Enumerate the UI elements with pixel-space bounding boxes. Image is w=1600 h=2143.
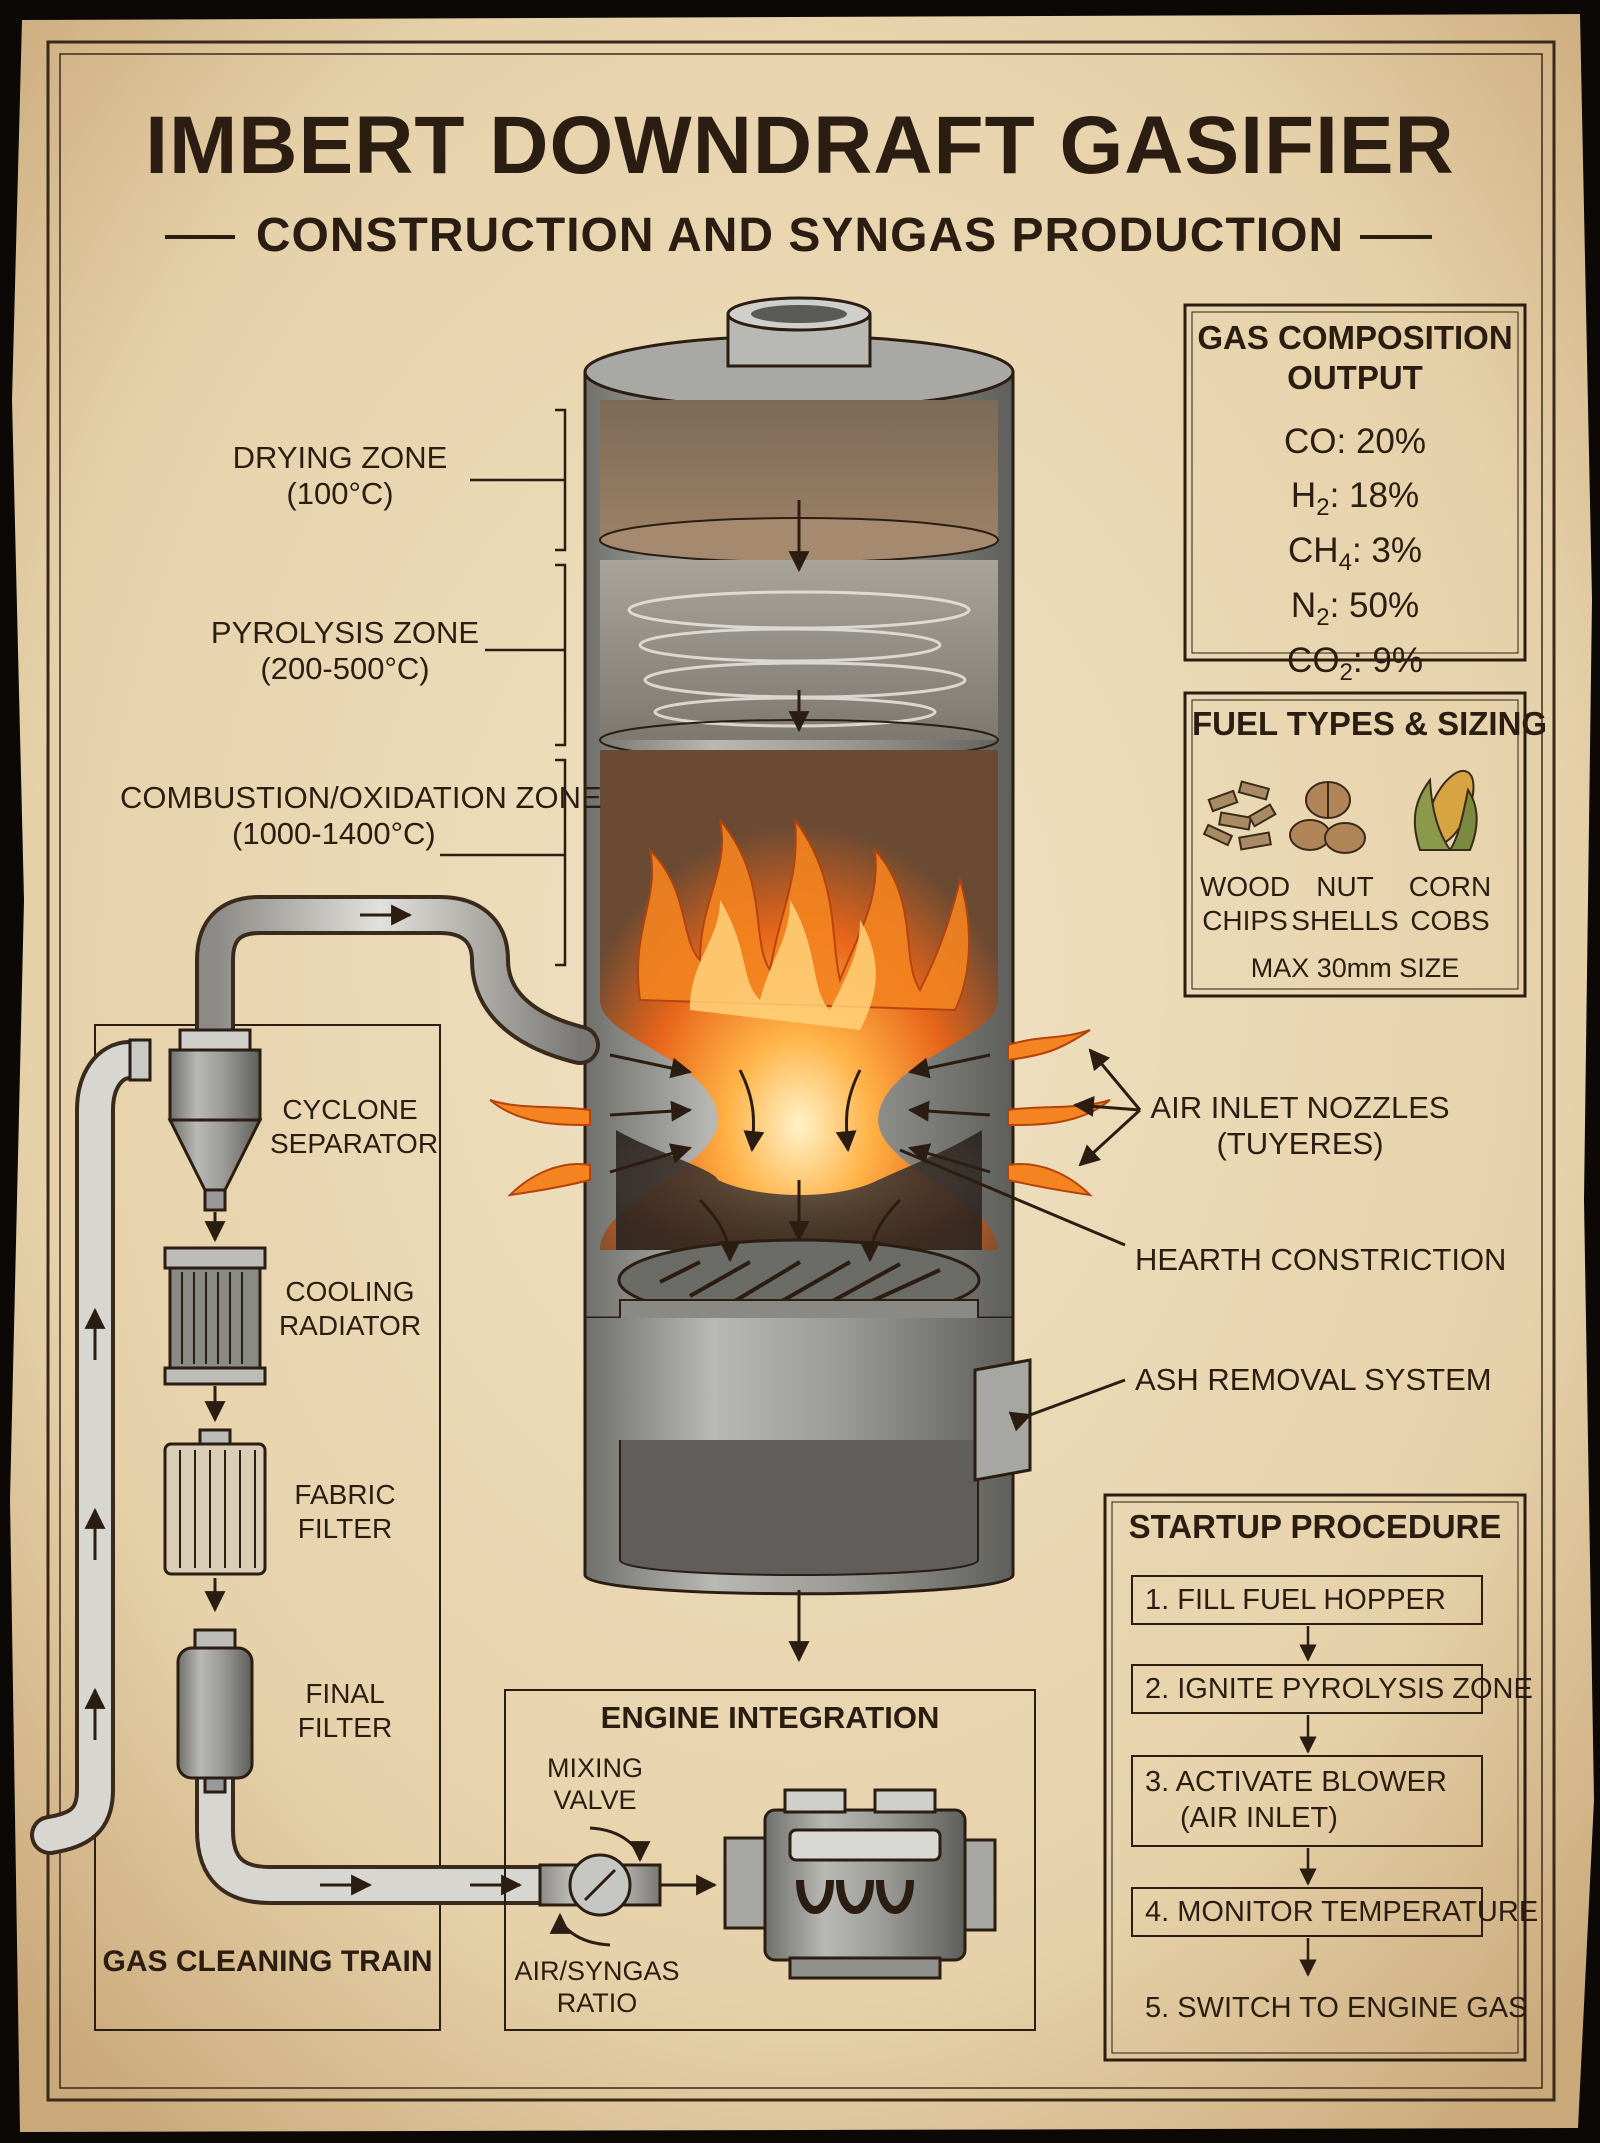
gas-item-h2: H2: 18% bbox=[1290, 476, 1420, 521]
hearth-constriction-label: HEARTH CONSTRICTION bbox=[1135, 1242, 1507, 1277]
engine-title: ENGINE INTEGRATION bbox=[600, 1700, 940, 1735]
pyrolysis-zone-label: PYROLYSIS ZONE(200-500°C) bbox=[210, 615, 480, 686]
gas-composition-list: CO: 20% H2: 18% CH4: 3% N2: 50% CO2: 9% bbox=[1192, 420, 1518, 694]
cleaning-train-title: GAS CLEANING TRAIN bbox=[102, 1945, 433, 1978]
page-subtitle: CONSTRUCTION AND SYNGAS PRODUCTION bbox=[255, 209, 1345, 262]
gas-item-co2: CO2: 9% bbox=[1287, 641, 1423, 686]
fuel-size-note: MAX 30mm SIZE bbox=[1250, 953, 1460, 983]
nut-shells-icon bbox=[1289, 781, 1366, 854]
fuel-types-box bbox=[1183, 691, 1527, 998]
ash-removal-label: ASH REMOVAL SYSTEM bbox=[1135, 1362, 1492, 1397]
startup-step-3: 3. ACTIVATE BLOWER bbox=[1145, 1766, 1447, 1798]
mixing-valve-icon bbox=[538, 1853, 662, 1917]
border-outer bbox=[46, 40, 1556, 2102]
radiator-icon bbox=[163, 1246, 267, 1386]
gas-composition-box bbox=[1183, 303, 1527, 662]
drying-zone-label: DRYING ZONE(100°C) bbox=[232, 440, 448, 511]
startup-box bbox=[1103, 1493, 1527, 2062]
syngas-pipe bbox=[30, 895, 600, 1905]
border-inner bbox=[59, 53, 1543, 2089]
combustion-zone-label: COMBUSTION/OXIDATION ZONE(1000-1400°C) bbox=[120, 780, 602, 851]
engine-box bbox=[504, 1689, 1036, 2031]
gasifier-body bbox=[583, 296, 1032, 1663]
startup-title: STARTUP PROCEDURE bbox=[1128, 1508, 1502, 1545]
gas-item-co: CO: 20% bbox=[1284, 422, 1426, 461]
startup-step-5: 5. SWITCH TO ENGINE GAS bbox=[1145, 1992, 1528, 2024]
startup-step-2: 2. IGNITE PYROLYSIS ZONE bbox=[1145, 1673, 1533, 1705]
startup-step-1: 1. FILL FUEL HOPPER bbox=[1145, 1584, 1446, 1616]
startup-step-4: 4. MONITOR TEMPERATURE bbox=[1145, 1896, 1539, 1928]
final-filter-icon bbox=[176, 1628, 254, 1794]
fabric-filter-icon bbox=[163, 1428, 267, 1576]
gas-item-ch4: CH4: 3% bbox=[1288, 531, 1422, 576]
cyclone-icon bbox=[128, 1028, 263, 1212]
ash-door bbox=[973, 1358, 1032, 1482]
startup-step-3-note: (AIR INLET) bbox=[1180, 1802, 1338, 1834]
page-title: IMBERT DOWNDRAFT GASIFIER bbox=[145, 100, 1455, 191]
corn-cob-icon bbox=[1413, 769, 1478, 851]
engine-icon bbox=[723, 1788, 997, 1980]
wood-chips-icon bbox=[1202, 780, 1277, 851]
air-inlet-label: AIR INLET NOZZLES(TUYERES) bbox=[1150, 1090, 1450, 1161]
fuel-types-title: FUEL TYPES & SIZING bbox=[1192, 705, 1548, 742]
gas-item-n2: N2: 50% bbox=[1290, 586, 1420, 631]
zone-brackets bbox=[440, 408, 567, 967]
